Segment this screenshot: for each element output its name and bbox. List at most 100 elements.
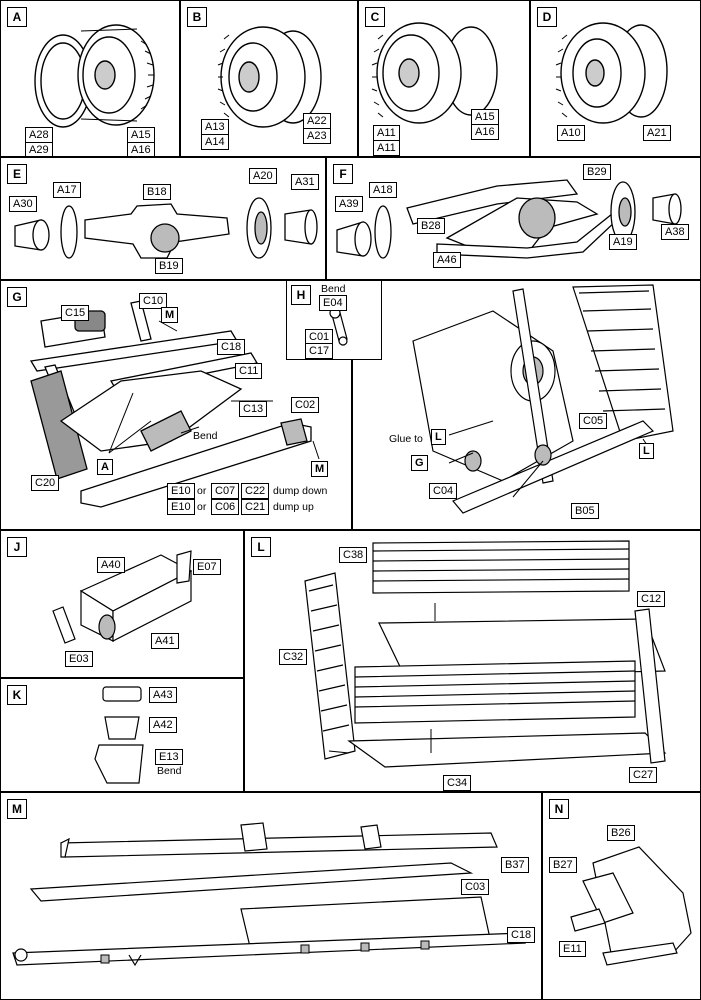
or-text: or xyxy=(197,485,207,497)
part-label-a41: A41 xyxy=(151,633,179,649)
part-label-a11-second: A11 xyxy=(373,140,400,156)
panel-j: J A40 E07 A41 E03 xyxy=(0,530,244,678)
panel-f: F A39 A18 B29 B28 A46 A19 A38 xyxy=(326,157,701,280)
part-label-c21: C21 xyxy=(241,499,270,515)
part-label-c06: C06 xyxy=(211,499,240,515)
chassis-assembly-illustration xyxy=(353,281,701,530)
part-label-a17: A17 xyxy=(53,182,81,198)
callout-l-left: L xyxy=(431,429,446,445)
part-label-c38: C38 xyxy=(339,547,368,563)
part-label-a13: A13 xyxy=(201,119,229,135)
part-label-c27: C27 xyxy=(629,767,658,783)
part-label-a18: A18 xyxy=(369,182,397,198)
part-label-c04: C04 xyxy=(429,483,458,499)
part-label-a11-first: A11 xyxy=(373,125,400,141)
part-label-e03: E03 xyxy=(65,651,93,667)
part-label-c10: C10 xyxy=(139,293,168,309)
panel-m: M B37 C03 C18 xyxy=(0,792,542,1000)
part-label-b29: B29 xyxy=(583,164,611,180)
part-label-a28: A28 xyxy=(25,127,53,143)
part-label-a20: A20 xyxy=(249,168,277,184)
part-label-b37: B37 xyxy=(501,857,529,873)
part-label-e13: E13 xyxy=(155,749,183,765)
cargo-bed-illustration xyxy=(245,531,701,792)
part-label-c22: C22 xyxy=(241,483,270,499)
part-label-a23: A23 xyxy=(303,128,331,144)
part-label-c12: C12 xyxy=(637,591,666,607)
dump-up-text: dump up xyxy=(273,501,314,513)
bend-note: Bend xyxy=(157,765,182,777)
panel-letter: C xyxy=(365,7,385,27)
callout-l-right: L xyxy=(639,443,654,459)
part-label-a22: A22 xyxy=(303,113,331,129)
panel-letter: N xyxy=(549,799,569,819)
wheel-assembly-illustration xyxy=(359,1,530,157)
bend-note: Bend xyxy=(193,430,218,442)
part-label-c32: C32 xyxy=(279,649,308,665)
panel-b: B A13 A14 A22 A23 xyxy=(180,0,358,157)
wheel-assembly-illustration xyxy=(181,1,358,157)
panel-e: E A30 A17 B18 B19 A20 A31 xyxy=(0,157,326,280)
bend-note: Bend xyxy=(321,283,346,295)
step-box-illustration xyxy=(1,679,244,792)
dump-frame-illustration xyxy=(1,281,352,530)
panel-letter: D xyxy=(537,7,557,27)
part-label-a16: A16 xyxy=(127,142,155,156)
or-text: or xyxy=(197,501,207,513)
part-label-a21: A21 xyxy=(643,125,671,141)
panel-d: D A10 A21 xyxy=(530,0,701,157)
panel-c: C A11 A11 A15 A16 xyxy=(358,0,530,157)
glue-to-note: Glue to xyxy=(389,433,423,445)
part-label-c34: C34 xyxy=(443,775,472,791)
front-axle-illustration xyxy=(1,158,326,280)
panel-letter: G xyxy=(7,287,27,307)
part-label-a15: A15 xyxy=(127,127,155,143)
callout-m-bottom: M xyxy=(311,461,329,477)
part-label-c17: C17 xyxy=(305,343,334,359)
panel-k: K A43 A42 E13 Bend xyxy=(0,678,244,792)
part-label-a14: A14 xyxy=(201,134,229,150)
panel-letter: K xyxy=(7,685,27,705)
rear-axle-illustration xyxy=(327,158,701,280)
part-label-c18: C18 xyxy=(217,339,246,355)
part-label-c11: C11 xyxy=(235,363,263,379)
part-label-a29: A29 xyxy=(25,142,53,156)
panel-l: L C38 C12 C32 C34 C27 xyxy=(244,530,701,792)
panel-letter: F xyxy=(333,164,353,184)
part-label-c07: C07 xyxy=(211,483,240,499)
panel-letter: E xyxy=(7,164,27,184)
part-label-a42: A42 xyxy=(149,717,177,733)
callout-a: A xyxy=(97,459,113,475)
chassis-rails-illustration xyxy=(1,793,542,1000)
part-label-a16: A16 xyxy=(471,124,499,140)
part-label-c01: C01 xyxy=(305,329,334,345)
panel-letter: L xyxy=(251,537,271,557)
panel-letter: A xyxy=(7,7,27,27)
part-label-b18: B18 xyxy=(143,184,171,200)
part-label-b28: B28 xyxy=(417,218,445,234)
part-label-e04: E04 xyxy=(319,295,347,311)
part-label-a43: A43 xyxy=(149,687,177,703)
part-label-c15: C15 xyxy=(61,305,90,321)
part-label-b26: B26 xyxy=(607,825,635,841)
panel-i: I Glue to L G C04 C05 L B05 xyxy=(352,280,701,530)
part-label-e10-up: E10 xyxy=(167,499,195,515)
part-label-c18: C18 xyxy=(507,927,536,943)
callout-g: G xyxy=(411,455,428,471)
panel-a: A A28 A29 A15 A16 xyxy=(0,0,180,157)
wheel-assembly-illustration xyxy=(531,1,701,157)
part-label-b05: B05 xyxy=(571,503,599,519)
part-label-a15: A15 xyxy=(471,109,499,125)
panel-letter: J xyxy=(7,537,27,557)
part-label-c13: C13 xyxy=(239,401,268,417)
callout-m-top: M xyxy=(161,307,179,323)
part-label-c20: C20 xyxy=(31,475,60,491)
part-label-e10-down: E10 xyxy=(167,483,195,499)
part-label-e11: E11 xyxy=(559,941,586,957)
panel-h: H Bend E04 C01 C17 xyxy=(286,280,382,360)
part-label-b27: B27 xyxy=(549,857,577,873)
part-label-a39: A39 xyxy=(335,196,363,212)
part-label-e07: E07 xyxy=(193,559,221,575)
part-label-a38: A38 xyxy=(661,224,689,240)
part-label-a46: A46 xyxy=(433,252,461,268)
